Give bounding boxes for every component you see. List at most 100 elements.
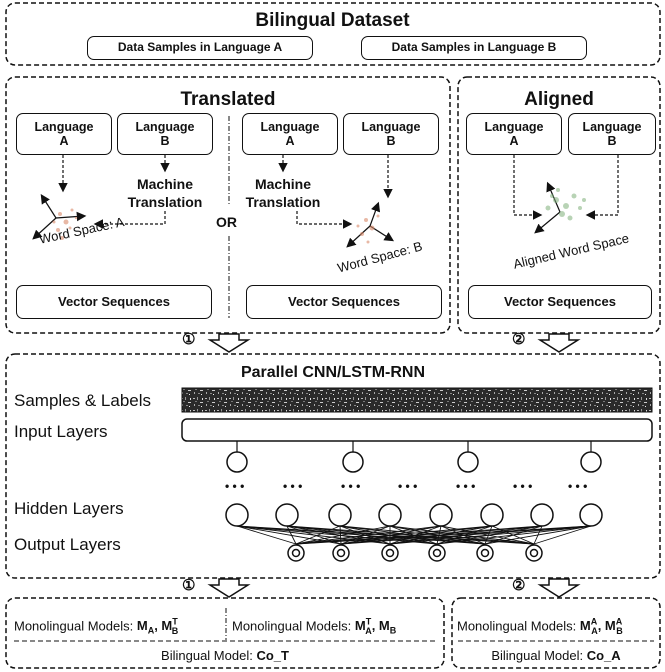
marker-one-bottom: ① <box>182 577 196 594</box>
hidden-nodes <box>225 503 603 527</box>
aligned-output-frame <box>451 597 661 669</box>
layer-ellipsis: • • • <box>225 479 245 493</box>
samples-strip <box>181 387 653 413</box>
aligned-space-label: Aligned Word Space <box>511 230 631 272</box>
arrow-aligned-lang-b <box>585 155 619 220</box>
hidden-node <box>530 503 554 527</box>
or-label: OR <box>216 214 237 230</box>
hidden-node <box>429 503 453 527</box>
layer-ellipsis: • • • <box>456 479 476 493</box>
lang-b-text: Language B <box>582 119 642 148</box>
output-node <box>428 544 446 562</box>
dataset-frame <box>5 2 661 66</box>
output-node <box>332 544 350 562</box>
bilingual-name: Co_T <box>256 648 289 663</box>
mono-right-math: MTA, MB <box>354 617 397 636</box>
arrow-mt-to-space-b <box>296 211 353 229</box>
network-edge <box>286 525 297 545</box>
output-node <box>525 544 543 562</box>
output-node <box>381 544 399 562</box>
network-edge <box>533 525 592 545</box>
arrow-mt-to-space-a <box>93 211 166 229</box>
layer-ellipsis: • • • <box>513 479 533 493</box>
input-connectors <box>236 441 592 452</box>
output-node <box>476 544 494 562</box>
lang-b-text: Language B <box>361 119 421 148</box>
network-edge <box>295 525 493 545</box>
space-b-cloud <box>356 214 380 244</box>
translated-left-lang-a: Language A <box>16 113 112 155</box>
translated-left-lang-b: Language B <box>117 113 213 155</box>
lang-b-text: Language B <box>135 119 195 148</box>
mono-right-prefix: Monolingual Models: <box>232 618 355 634</box>
hidden-node <box>225 503 249 527</box>
input-label: Input Layers <box>14 422 108 441</box>
aligned-bilingual-prefix: Bilingual Model: <box>491 648 587 663</box>
translated-left-vector: Vector Sequences <box>16 285 212 319</box>
sample-a-box: Data Samples in Language A <box>87 36 313 60</box>
arrow-aligned-lang-a <box>513 155 543 220</box>
lang-a-text: Language A <box>34 119 94 148</box>
network-edge <box>389 525 592 545</box>
mono-left-math: MA, MTB <box>136 617 179 636</box>
layer-ellipsis: • • • <box>283 479 303 493</box>
input-nodes <box>226 451 602 473</box>
translated-output-frame <box>5 597 445 669</box>
aligned-mono-math: MAA, MAB <box>579 617 623 636</box>
translated-bilingual: Bilingual Model: Co_T <box>6 649 444 662</box>
bilingual-prefix: Bilingual Model: <box>161 648 257 663</box>
network-edge <box>295 525 592 545</box>
hidden-node <box>579 503 603 527</box>
aligned-bilingual-name: Co_A <box>586 648 621 663</box>
network-title: Parallel CNN/LSTM-RNN <box>240 364 426 381</box>
translated-right-lang-a: Language A <box>242 113 338 155</box>
aligned-mono-prefix: Monolingual Models: <box>457 618 580 634</box>
network-edge <box>295 525 442 545</box>
down-arrow-out-aligned <box>537 578 581 598</box>
dataset-title: Bilingual Dataset <box>255 10 410 31</box>
hidden-node <box>480 503 504 527</box>
network-frame <box>5 353 661 579</box>
network-edge <box>295 525 341 545</box>
layer-ellipsis: • • • <box>398 479 418 493</box>
sample-b-box: Data Samples in Language B <box>361 36 587 60</box>
translated-mono-left: Monolingual Models: MA, MTB <box>14 618 178 636</box>
aligned-lang-b: Language B <box>568 113 656 155</box>
hidden-label: Hidden Layers <box>14 499 124 518</box>
space-a-label: Word Space: A <box>37 214 126 247</box>
hidden-node <box>328 503 352 527</box>
aligned-vector: Vector Sequences <box>468 285 652 319</box>
translated-frame <box>5 76 451 334</box>
translated-title: Translated <box>180 89 276 110</box>
output-label: Output Layers <box>14 535 121 554</box>
output-nodes <box>287 544 543 562</box>
network-edge <box>484 525 592 545</box>
hidden-output-edges <box>236 525 592 545</box>
translated-right-mt-1: Machine <box>254 176 311 192</box>
samples-label: Samples & Labels <box>14 391 152 410</box>
translated-right-lang-b: Language B <box>343 113 439 155</box>
mono-left-prefix: Monolingual Models: <box>14 618 137 634</box>
translated-mono-right: Monolingual Models: MTA, MB <box>232 618 396 636</box>
translated-left-mt-2: Translation <box>127 194 203 210</box>
space-a-cloud <box>52 208 78 240</box>
down-arrow-translated <box>207 333 251 353</box>
aligned-title: Aligned <box>524 89 594 110</box>
lang-a-text: Language A <box>260 119 320 148</box>
aligned-lang-a: Language A <box>466 113 562 155</box>
network-edge <box>340 525 592 545</box>
output-node <box>287 544 305 562</box>
lang-a-text: Language A <box>484 119 544 148</box>
aligned-bilingual: Bilingual Model: Co_A <box>452 649 660 662</box>
hidden-node <box>378 503 402 527</box>
marker-two-bottom: ② <box>512 577 526 594</box>
translated-right-vector: Vector Sequences <box>246 285 442 319</box>
network-edge <box>295 525 543 545</box>
network-edge <box>236 525 297 545</box>
down-arrow-aligned <box>537 333 581 353</box>
layer-ellipsis: • • • <box>341 479 361 493</box>
aligned-cloud <box>545 188 586 221</box>
input-layer-bar <box>181 418 653 442</box>
down-arrow-out-translated <box>207 578 251 598</box>
